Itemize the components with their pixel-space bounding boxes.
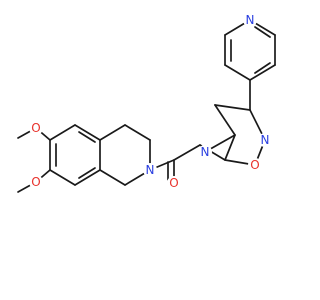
atom-label-background <box>29 175 43 189</box>
bond <box>249 64 276 81</box>
bond <box>78 131 96 143</box>
pyridine-nitrogen-label: N <box>246 13 255 27</box>
atom-label-background <box>243 13 257 27</box>
bond <box>74 124 101 141</box>
structure-drawing: O O N O N N O N <box>17 13 276 193</box>
carbonyl-oxygen-label: O <box>169 176 178 190</box>
bond <box>173 144 201 161</box>
bond <box>99 169 126 186</box>
atom-label-background <box>198 145 212 159</box>
bonds <box>17 19 276 193</box>
bond <box>78 167 96 179</box>
ring-nitrogen-label: N <box>146 163 155 177</box>
bond <box>224 64 251 81</box>
atom-label-background <box>258 133 272 147</box>
atom-label-background <box>248 158 262 172</box>
bond <box>214 104 236 136</box>
atom-label-background <box>167 176 181 190</box>
oxadiazole-nitrogen-label: N <box>201 145 210 159</box>
bond <box>124 124 151 141</box>
methoxy-oxygen-label: O <box>31 175 40 189</box>
bond <box>74 169 101 186</box>
bond <box>99 124 126 141</box>
atom-label-background <box>143 163 157 177</box>
bond <box>254 26 271 38</box>
bond <box>224 134 236 161</box>
atom-labels: O O N O N N O N <box>29 13 272 190</box>
molecule-diagram: O O N O N N O N <box>17 13 276 193</box>
bond <box>214 104 251 111</box>
oxadiazole-nitrogen-label: N <box>261 133 270 147</box>
bond <box>254 62 271 74</box>
oxadiazole-oxygen-label: O <box>250 158 259 172</box>
bond <box>49 124 76 141</box>
methoxy-oxygen-label: O <box>31 121 40 135</box>
atom-label-background <box>29 121 43 135</box>
bond <box>49 169 76 186</box>
